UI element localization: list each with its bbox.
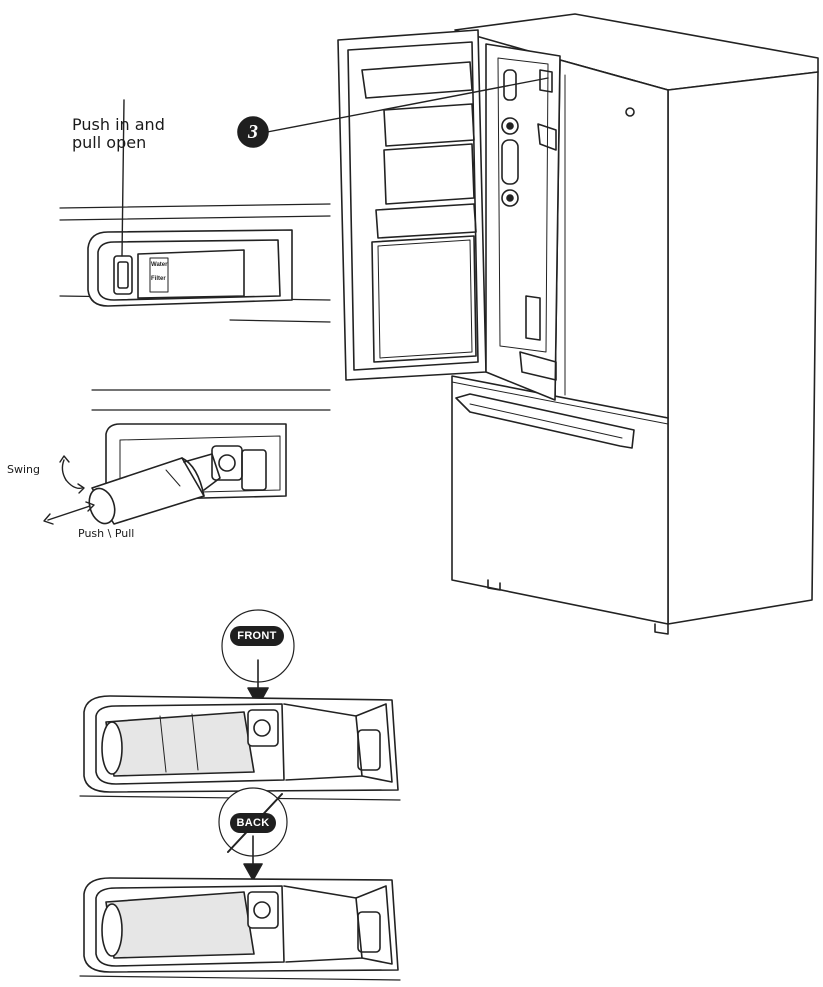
- push-pull-label: Push \ Pull: [78, 527, 135, 540]
- refrigerator-illustration: [261, 13, 819, 635]
- filter-housing-closed-illustration: [59, 99, 331, 323]
- step-number: 3: [248, 121, 258, 143]
- housing-text-line-1: Water: [151, 262, 168, 268]
- swing-label: Swing: [7, 463, 40, 476]
- back-badge: BACK: [230, 813, 276, 833]
- step-number-badge: [237, 116, 269, 148]
- push-in-label-line-1: Push in and: [72, 115, 165, 134]
- housing-text-line-2: Filter: [151, 276, 166, 282]
- push-in-label-line-2: pull open: [72, 133, 147, 153]
- push-in-pull-open-label: Push in and pull open: [72, 115, 165, 153]
- front-badge: FRONT: [230, 626, 284, 646]
- filter-pull-out-illustration: [43, 389, 331, 525]
